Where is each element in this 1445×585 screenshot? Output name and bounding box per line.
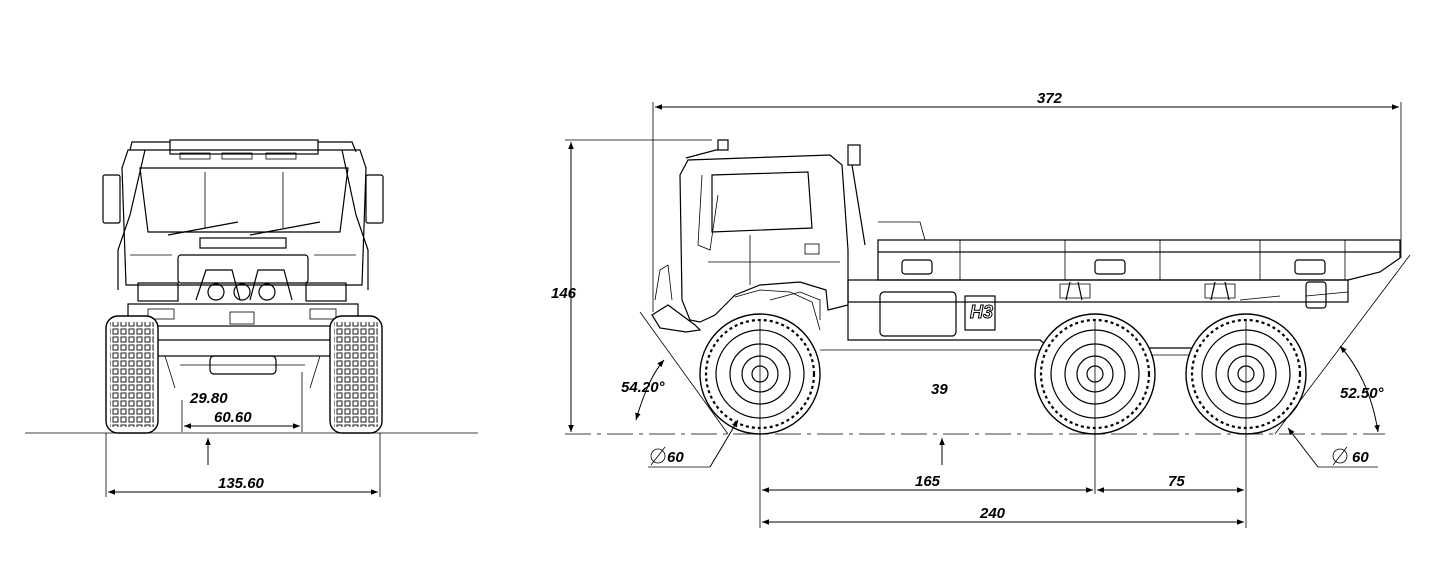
side-h3-logo: H3 (970, 302, 993, 322)
side-view: H3 (551, 90, 1411, 528)
dim-overall-height: 146 (551, 139, 712, 432)
front-tire-left (105, 315, 159, 434)
dim-label-52-50: 52.50° (1340, 385, 1385, 402)
dim-wheelbase: 165 75 240 (759, 320, 1247, 528)
front-axle (149, 339, 337, 389)
dim-label-54-20: 54.20° (621, 379, 666, 396)
dim-label-39: 39 (931, 381, 948, 398)
side-cab-window (711, 171, 813, 233)
dim-overall-length: 372 (652, 90, 1402, 312)
front-cab (117, 141, 369, 290)
dim-overall-width: 135.60 (105, 433, 381, 497)
front-view: 29.80 60.60 135.60 (25, 139, 478, 497)
side-flatbed (877, 221, 1401, 281)
front-wipers (167, 221, 321, 236)
side-fuel-tank (879, 291, 957, 337)
dim-track-inner: 29.80 (189, 390, 228, 465)
front-mirrors (102, 174, 384, 224)
front-grille (177, 254, 309, 284)
dim-departure-angle: 52.50° (1274, 254, 1411, 435)
front-grille-upper (199, 237, 287, 249)
front-windshield (139, 167, 349, 233)
front-tire-right (329, 315, 383, 434)
dim-approach-angle: 54.20° (621, 311, 729, 435)
dim-front-wheel-diameter: 60 (648, 419, 739, 468)
dim-label-75: 75 (1168, 473, 1185, 490)
dim-label-135-60: 135.60 (218, 475, 265, 492)
dim-label-372: 372 (1037, 90, 1063, 107)
side-exhaust (847, 144, 861, 166)
dim-label-29-80: 29.80 (189, 390, 228, 407)
dim-ground-clearance: 39 (931, 381, 948, 465)
dim-label-phi-60-front: 60 (667, 449, 684, 466)
dim-track-center: 60.60 (181, 372, 303, 432)
dim-label-phi-60-rear: 60 (1352, 449, 1369, 466)
dim-label-146: 146 (551, 285, 577, 302)
front-bullbar (127, 269, 359, 327)
front-roof-lightbar (169, 139, 319, 160)
dim-label-60-60: 60.60 (214, 409, 252, 426)
side-cab (651, 139, 866, 333)
dim-rear-wheel-diameter: 60 (1287, 427, 1378, 468)
side-chassis: H3 (769, 279, 1349, 356)
dim-label-165: 165 (915, 473, 941, 490)
dim-label-240: 240 (979, 505, 1006, 522)
